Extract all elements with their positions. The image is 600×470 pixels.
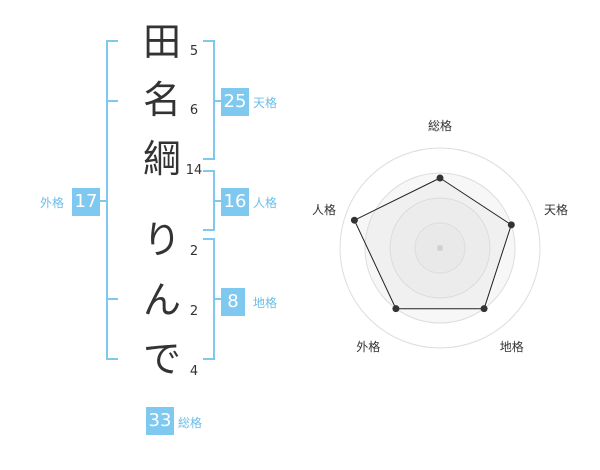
radar-label-soukaku: 総格 <box>428 119 453 133</box>
name-char-2: 名 <box>142 78 181 122</box>
stroke-count-5: 2 <box>189 304 199 319</box>
chikaku-label: 地格 <box>253 296 278 310</box>
name-char-4: り <box>142 218 181 262</box>
radar-points <box>350 174 515 313</box>
stroke-count-6: 4 <box>189 364 199 379</box>
jinkaku-label: 人格 <box>253 196 278 210</box>
stroke-count-4: 2 <box>189 244 199 259</box>
tenkaku-value-badge: 25 <box>221 88 249 116</box>
gaikaku-label: 外格 <box>40 196 65 210</box>
jinkaku-value-badge: 16 <box>221 188 249 216</box>
radar-point <box>480 305 488 313</box>
stroke-count-2: 6 <box>189 103 199 118</box>
soukaku-label: 総格 <box>178 416 203 430</box>
name-char-1: 田 <box>142 20 181 64</box>
tenkaku-label: 天格 <box>253 96 278 110</box>
radar-grid <box>339 147 541 349</box>
name-char-3: 綱 <box>142 137 181 181</box>
radar-center-dot <box>437 245 443 251</box>
soukaku-value-badge: 33 <box>146 407 174 435</box>
radar-point <box>436 174 444 182</box>
radar-shape <box>353 177 512 310</box>
radar-label-jinkaku: 人格 <box>311 203 336 218</box>
radar-point <box>507 221 515 229</box>
name-char-6: で <box>142 337 181 381</box>
stroke-count-1: 5 <box>189 44 199 59</box>
radar-point <box>392 305 400 313</box>
radar-label-chikaku: 地格 <box>499 339 524 354</box>
name-char-5: ん <box>142 278 181 322</box>
radar-point <box>350 216 358 224</box>
gaikaku-value-badge: 17 <box>72 188 100 216</box>
radar-label-tenkaku: 天格 <box>544 203 569 218</box>
stroke-count-3: 14 <box>185 163 203 178</box>
radar-label-gaikaku: 外格 <box>356 339 381 354</box>
chikaku-value-badge: 8 <box>221 288 245 316</box>
